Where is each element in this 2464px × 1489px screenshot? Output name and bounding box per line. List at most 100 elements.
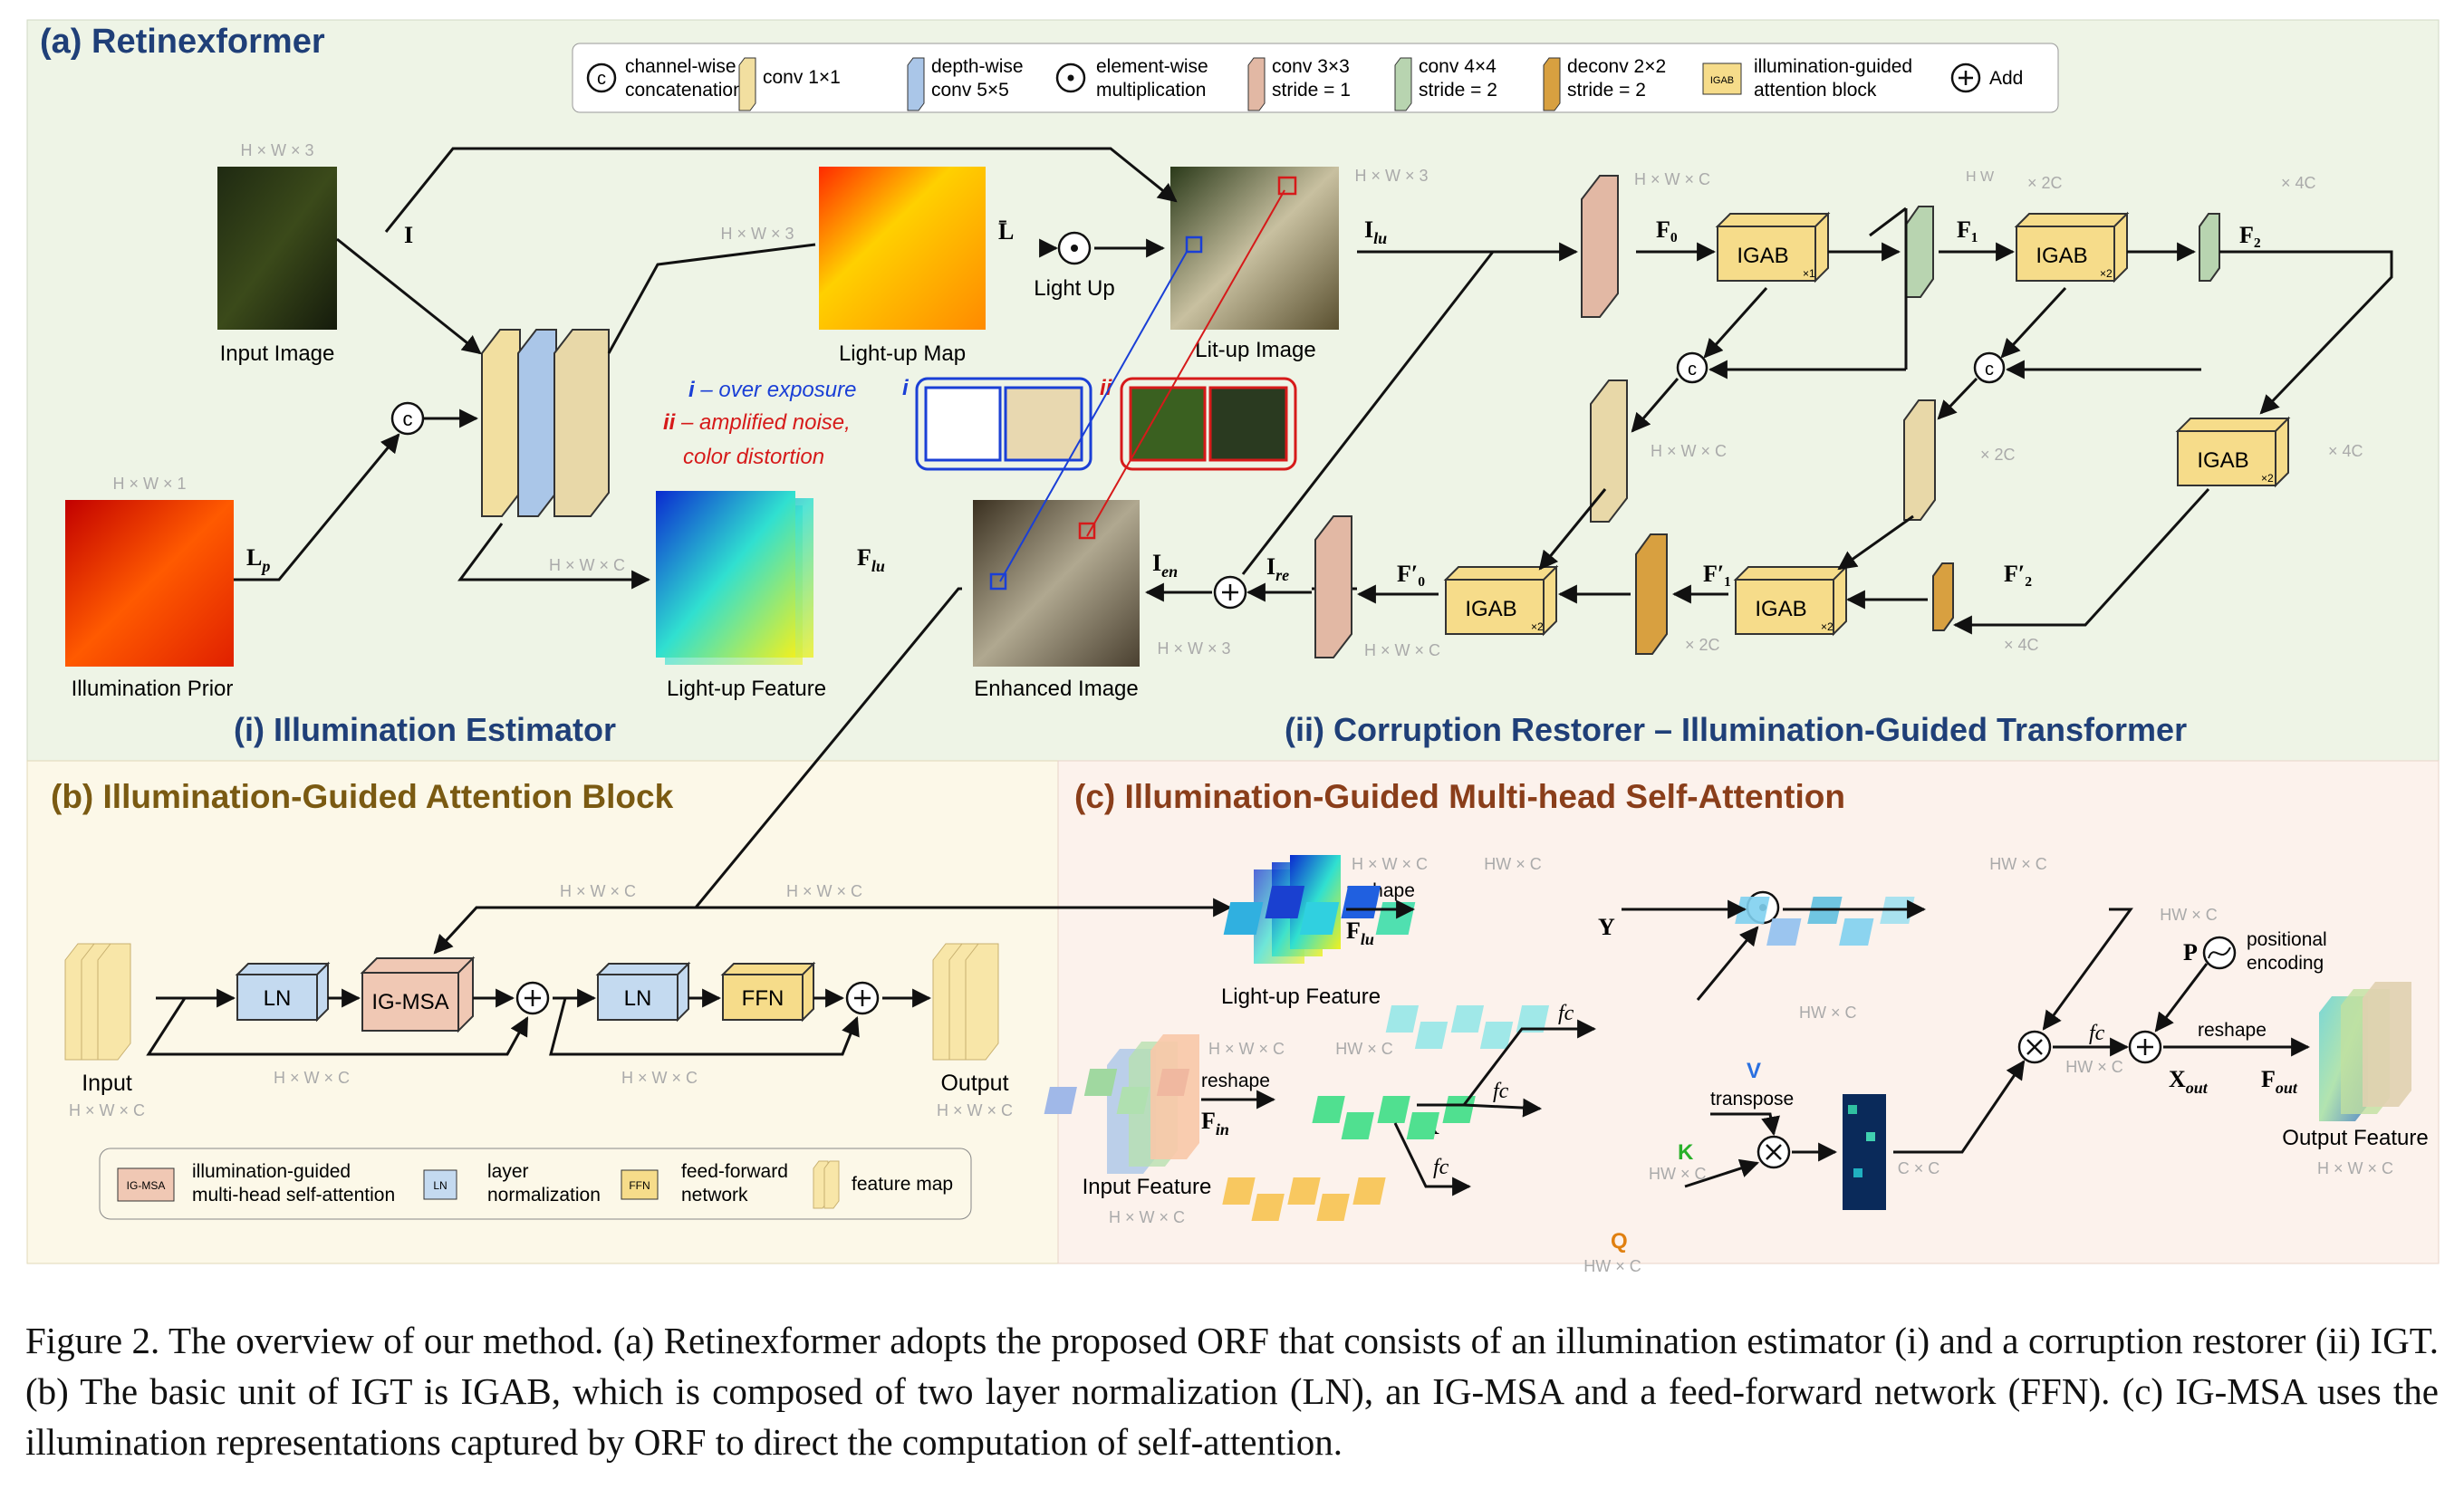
legend-igab-l1: illumination-guided [1754,56,1912,77]
svg-text:IGAB: IGAB [2036,244,2087,268]
dim-lit: H × W × 3 [1354,167,1428,185]
c-symbol-Xout: Xout [2169,1066,2209,1097]
ffn-block: FFN [720,961,816,1023]
c-symbol-V: V [1747,1059,1761,1083]
legend-b: IG-MSA illumination-guided multi-head se… [99,1148,972,1220]
deconv-1 [1635,533,1668,655]
igab-block-2: IGAB ×2 [2014,211,2130,283]
dim-half-mid: × 2C [1980,446,2016,464]
concat-node-ii-1 [1676,351,1708,384]
panel-b-background [26,760,1059,1264]
symbol-Flu: Flu [857,544,885,575]
c-fc-Q: fc [1433,1156,1449,1179]
dim-half-top: H W [1966,169,1995,185]
annot-i: i – over exposure [688,378,856,402]
conv4x4-1 [1905,206,1934,298]
svg-text:c: c [1688,360,1697,379]
symbol-Lp: Lp [246,544,270,575]
legend-concat-l1: channel-wise [625,56,736,77]
legend-c33-l2: stride = 1 [1272,80,1351,101]
legend-conv1: conv 1×1 [763,67,841,88]
dim-hwc-top: H × W × C [1634,170,1710,188]
dim-quarter-top: × 4C [2281,174,2316,192]
c-dim-V: HW × C [1799,1004,1857,1022]
legend-mult-l1: element-wise [1096,56,1208,77]
dim-input: H × W × 3 [240,141,313,159]
light-up-map-image [819,167,986,330]
symbol-F1p: F′₁ [1703,561,1731,587]
c-output-label: Output Feature [2282,1126,2428,1150]
panel-a-title: (a) Retinexformer [40,23,325,61]
crop-marker-red-bottom [1078,522,1096,540]
concat-icon [586,62,617,93]
legend-c44-l2: stride = 2 [1419,80,1497,101]
method-diagram: (a) Retinexformer (i) Illumination Estim… [26,19,2440,1275]
c-dim-Q: HW × C [1583,1257,1641,1275]
svg-text:×2: ×2 [2261,472,2274,485]
V-tokens [1385,1005,1550,1049]
svg-text:×2: ×2 [1821,620,1834,633]
c-dim-CC: C × C [1898,1159,1940,1177]
ln-block-1: LN [235,961,331,1023]
crop-panel-red: ii [1100,376,1297,471]
svg-text:IG-MSA: IG-MSA [371,990,448,1014]
crop-marker-red-top [1277,176,1297,196]
svg-text:c: c [597,69,606,89]
dim-map: H × W × 3 [720,225,794,243]
c-symbol-Q: Q [1611,1229,1628,1254]
deconv-2 [1932,562,1954,631]
symbol-F0: F₀ [1656,216,1678,243]
svg-text:IGAB: IGAB [1465,597,1516,621]
legend-concat-l2: concatenation [625,80,744,101]
c-fc-V: fc [1558,1002,1574,1025]
legend-mult-l2: multiplication [1096,80,1206,101]
conv3x3-out [1314,515,1352,658]
symbol-Ire: Ire [1266,553,1289,584]
light-up-feature-label: Light-up Feature [667,677,826,701]
svg-text:i: i [902,376,910,400]
annot-ii-line2: color distortion [683,445,824,469]
conv1x1-icon [738,57,756,111]
c-input-label: Input Feature [1083,1175,1212,1199]
c-dim-Y: HW × C [1484,855,1542,873]
svg-text:LN: LN [264,986,292,1011]
svg-text:LN: LN [624,986,652,1011]
Q-tokens [1222,1177,1386,1221]
c-symbol-P: P [2183,939,2198,965]
svg-text:IGAB: IGAB [1737,244,1788,268]
deconv-icon [1543,57,1561,111]
c-symbol-Flu: Flu [1346,917,1374,948]
symbol-Ien: Ien [1152,550,1178,581]
c-reshape-2: reshape [1201,1071,1270,1091]
svg-text:multi-head self-attention: multi-head self-attention [192,1185,395,1206]
panel-b-input-label: Input [82,1071,132,1096]
svg-text:feature map: feature map [852,1174,953,1195]
panel-b-dim-mid2: H × W × C [621,1069,698,1087]
panel-b-input-stack [64,943,131,1061]
dim-feat: H × W × C [549,556,625,574]
lit-up-label: Lit-up Image [1195,338,1315,362]
input-image-label: Input Image [220,341,335,366]
pos-encoding-icon [2202,936,2237,970]
crop-marker-blue-top [1185,235,1203,254]
svg-text:FFN: FFN [629,1179,650,1192]
input-image [217,167,337,330]
c-dim-lu: H × W × C [1352,855,1428,873]
symbol-F0p: F′₀ [1397,561,1425,587]
panel-b-dim-out: H × W × C [937,1101,1013,1119]
legend-dc-l2: stride = 2 [1567,80,1646,101]
X-tokens [1044,1069,1190,1114]
legend-c33-l1: conv 3×3 [1272,56,1350,77]
svg-text:IG-MSA: IG-MSA [127,1179,166,1192]
svg-text:layer: layer [487,1161,529,1182]
conv4x4-icon [1394,57,1412,111]
panel-b-dim-top2: H × W × C [786,882,862,900]
symbol-F2p: F′₂ [2004,561,2032,587]
panel-b-dim-mid1: H × W × C [274,1069,350,1087]
svg-text:c: c [1985,360,1994,379]
panel-b-output-stack [932,943,999,1061]
panel-c-background [1057,760,2440,1264]
svg-text:normalization: normalization [487,1185,601,1206]
svg-text:IGAB: IGAB [1710,75,1734,86]
